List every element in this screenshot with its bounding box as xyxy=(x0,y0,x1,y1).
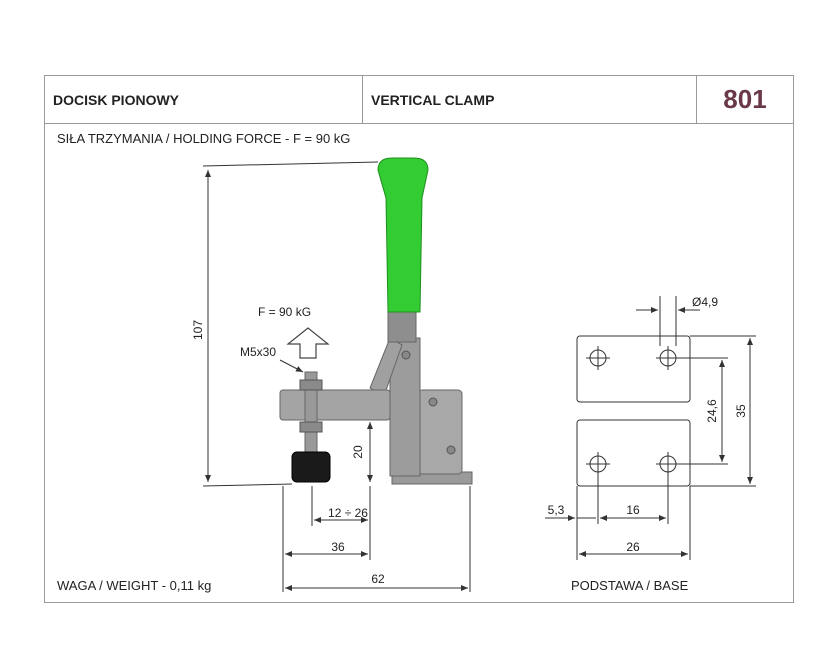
holding-force-text: SIŁA TRZYMANIA / HOLDING FORCE - F = 90 … xyxy=(57,131,351,146)
dim-spindle-height: 20 xyxy=(351,445,365,459)
dim-hole-diameter: Ø4,9 xyxy=(692,295,718,309)
dim-total: 62 xyxy=(371,572,385,586)
handle-grip-icon xyxy=(377,157,429,313)
model-number: 801 xyxy=(697,76,793,124)
spec-sheet: DOCISK PIONOWY VERTICAL CLAMP 801 SIŁA T… xyxy=(44,75,794,603)
base-label: PODSTAWA / BASE xyxy=(571,578,689,593)
dim-spindle-range: 12 ÷ 26 xyxy=(328,506,368,520)
dim-arm: 36 xyxy=(331,540,345,554)
dim-base-width: 26 xyxy=(626,540,640,554)
spindle-tip-icon xyxy=(291,451,331,483)
dim-hole-spacing-h: 16 xyxy=(626,503,640,517)
dim-base-height: 35 xyxy=(734,404,748,418)
dim-height: 107 xyxy=(191,320,205,340)
force-arrow-icon xyxy=(286,327,330,359)
base-plate-drawing xyxy=(576,335,691,487)
dim-hole-spacing-v: 24,6 xyxy=(705,399,719,423)
clamp-illustration xyxy=(279,157,473,485)
title-english: VERTICAL CLAMP xyxy=(363,76,697,124)
dim-edge: 5,3 xyxy=(548,503,565,517)
screw-label: M5x30 xyxy=(240,345,276,359)
force-label: F = 90 kG xyxy=(258,305,311,319)
title-polish: DOCISK PIONOWY xyxy=(45,76,363,124)
weight-text: WAGA / WEIGHT - 0,11 kg xyxy=(57,578,212,593)
